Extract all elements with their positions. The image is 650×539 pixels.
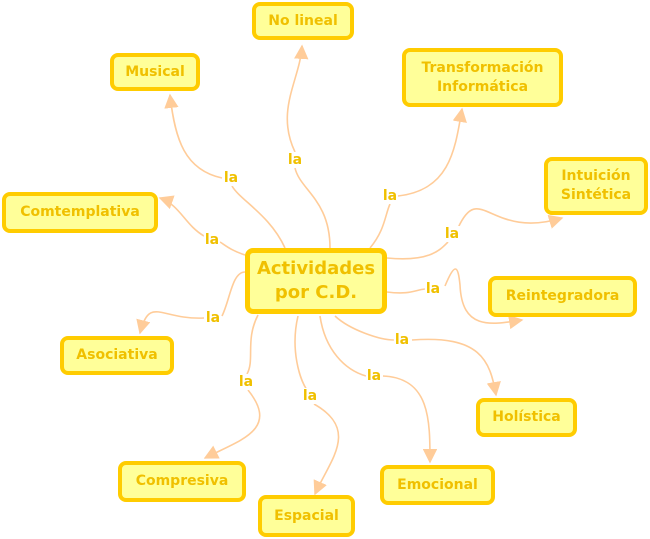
edge-reintegradora [386,268,522,323]
edge-label-asociativa: la [204,310,222,326]
edge-espacial [294,315,340,494]
edge-transformacion [369,109,462,249]
node-intuicion-sintetica[interactable]: Intuición Sintética [544,157,648,215]
edge-label-compresiva: la [237,374,255,390]
edge-emocional [319,315,430,462]
edge-no-lineal [286,46,331,249]
edge-label-emocional: la [365,368,383,384]
node-compresiva[interactable]: Compresiva [118,461,246,502]
edge-musical [170,95,286,249]
node-reintegradora[interactable]: Reintegradora [488,276,637,317]
edge-label-intuicion: la [443,226,461,242]
edge-label-musical: la [222,170,240,186]
edge-compresiva [205,314,261,458]
edge-label-comtemplativa: la [203,232,221,248]
edge-holistica [334,315,496,395]
edge-label-espacial: la [301,388,319,404]
edge-label-holistica: la [393,332,411,348]
node-no-lineal[interactable]: No lineal [252,2,354,40]
node-actividades-por-cd[interactable]: Actividades por C.D. [245,248,387,314]
node-transformacion-informatica[interactable]: Transformación Informática [402,48,563,107]
edge-label-transformacion: la [381,188,399,204]
edge-label-no-lineal: la [286,152,304,168]
node-holistica[interactable]: Holística [476,398,577,437]
edge-comtemplativa [160,198,246,256]
node-espacial[interactable]: Espacial [258,495,355,537]
edge-asociativa [140,271,246,333]
node-emocional[interactable]: Emocional [380,465,495,505]
node-comtemplativa[interactable]: Comtemplativa [2,192,158,233]
edge-intuicion [386,209,562,260]
node-musical[interactable]: Musical [110,53,200,91]
node-asociativa[interactable]: Asociativa [60,336,174,375]
edge-label-reintegradora: la [424,281,442,297]
